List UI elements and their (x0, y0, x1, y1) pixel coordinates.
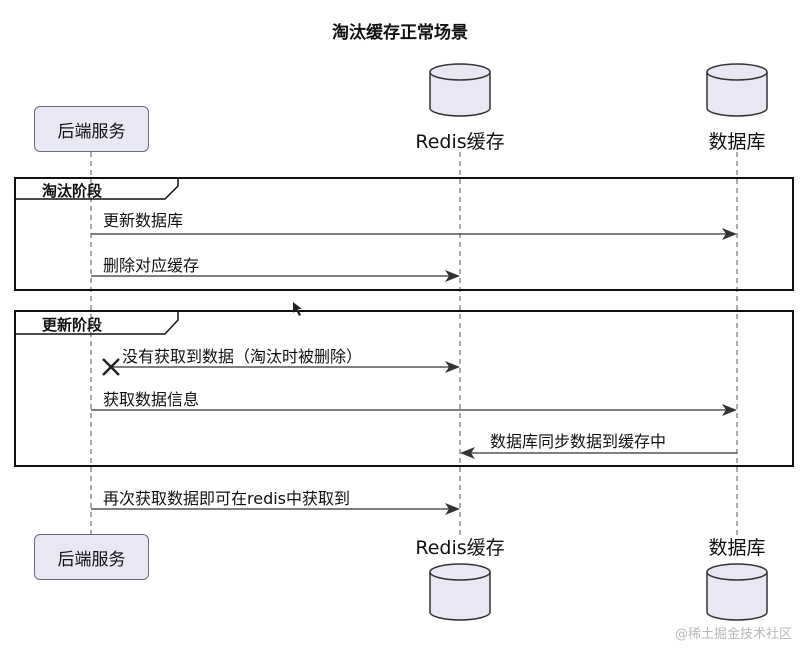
diagram-title: 淘汰缓存正常场景 (332, 23, 468, 43)
message-update-db: 更新数据库 (103, 211, 184, 230)
message-get-data: 获取数据信息 (103, 390, 200, 409)
redis-top-database-icon (429, 63, 491, 117)
lost-x-icon (102, 358, 120, 376)
arrow-get-again (91, 503, 460, 515)
participant-db-top-label: 数据库 (708, 131, 766, 153)
arrow-lost-message (102, 358, 460, 376)
watermark: @稀土掘金技术社区 (674, 627, 792, 642)
participant-db-bottom-label: 数据库 (708, 537, 766, 559)
message-sync-cache: 数据库同步数据到缓存中 (490, 432, 667, 451)
frame-update (14, 310, 794, 467)
message-delete-cache: 删除对应缓存 (103, 256, 200, 275)
frame-update-tab (14, 311, 179, 335)
participant-backend-top: 后端服务 (34, 106, 149, 152)
message-lost-data: 没有获取到数据（淘汰时被删除） (122, 347, 363, 366)
participant-redis-bottom-label: Redis缓存 (415, 537, 505, 559)
arrow-update-db (91, 228, 737, 240)
frame-eliminate (14, 177, 794, 291)
db-bottom-database-icon (706, 563, 768, 621)
redis-bottom-database-icon (429, 563, 491, 621)
frame-eliminate-title: 淘汰阶段 (42, 182, 103, 200)
db-top-database-icon (706, 63, 768, 117)
cursor-icon (293, 302, 302, 316)
arrow-get-data (91, 404, 737, 416)
message-get-again: 再次获取数据即可在redis中获取到 (103, 489, 351, 508)
frame-eliminate-tab (14, 178, 179, 200)
participant-backend-bottom: 后端服务 (34, 534, 149, 580)
arrow-delete-cache (91, 270, 460, 282)
participant-redis-top-label: Redis缓存 (415, 131, 505, 153)
frame-update-title: 更新阶段 (42, 316, 103, 334)
arrow-sync-to-cache (460, 447, 737, 459)
